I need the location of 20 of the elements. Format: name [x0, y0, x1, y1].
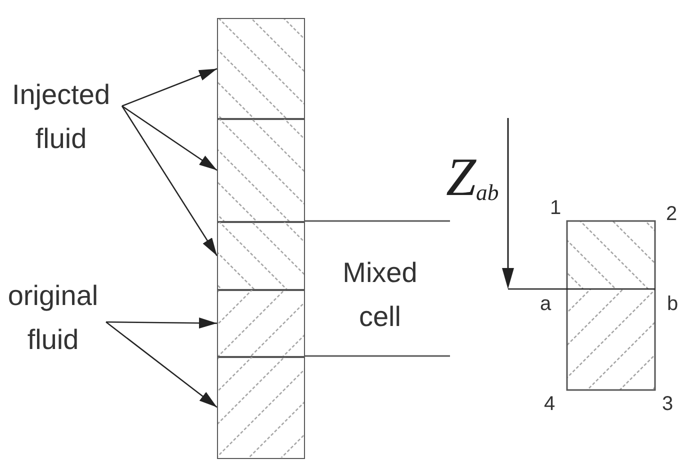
callout-label: original fluid: [0, 274, 106, 362]
corner-number: 1: [550, 198, 562, 218]
leader-arrow: [121, 106, 218, 256]
corner-number: 4: [544, 394, 556, 414]
leader-arrow: [106, 318, 217, 329]
callout-label: Injected fluid: [0, 73, 122, 161]
hatched-cell: [217, 356, 305, 458]
leader-arrow: [122, 105, 218, 171]
region-label: Mixed cell: [342, 256, 418, 334]
hatched-cell: [217, 18, 305, 120]
corner-number: 3: [662, 394, 674, 414]
variable-label: Z$_{ab}$: [446, 150, 499, 209]
corner-number: 2: [666, 204, 678, 224]
hatched-cell: [217, 118, 305, 222]
leader-arrow: [106, 321, 218, 408]
hatched-cell: [217, 289, 305, 358]
point-label: a: [540, 294, 552, 314]
point-label: b: [667, 294, 678, 314]
leader-arrow: [122, 68, 218, 107]
hatched-cell: [217, 221, 305, 290]
